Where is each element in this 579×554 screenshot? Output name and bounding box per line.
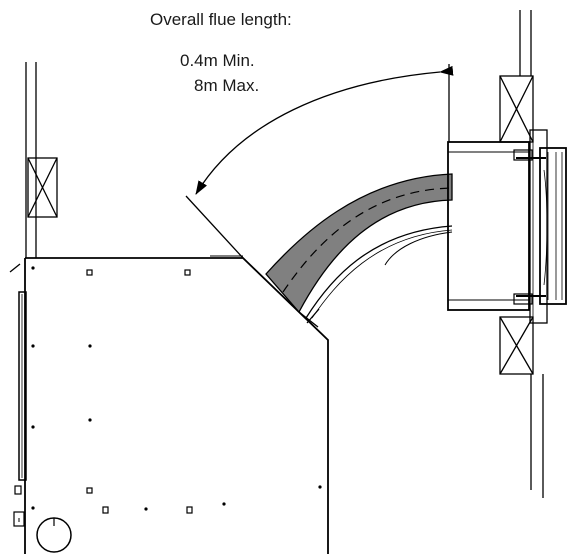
flue-length-max: 8m Max. — [194, 76, 260, 95]
terminal-grille — [539, 147, 567, 305]
left-wall — [25, 62, 58, 258]
flue-length-min: 0.4m Min. — [180, 51, 255, 70]
right-wall-vent-lower — [499, 316, 534, 375]
boiler-body — [9, 255, 329, 554]
terminal-housing — [447, 141, 530, 311]
boiler-fixings — [31, 266, 322, 511]
right-wall — [499, 10, 544, 498]
flue-length-title: Overall flue length: — [150, 10, 292, 29]
flue-centerline — [282, 187, 453, 293]
flue-length-arrow — [195, 65, 454, 195]
right-wall-vent-upper — [499, 75, 534, 143]
left-wall-vent-upper — [27, 157, 58, 218]
flue-outer-casing — [305, 225, 453, 319]
flue-terminal — [447, 129, 567, 324]
flue-duct — [265, 173, 453, 319]
boiler-side-panel — [18, 291, 27, 481]
flue-inner-pipe — [265, 173, 453, 314]
boiler-small-brackets — [86, 269, 193, 514]
